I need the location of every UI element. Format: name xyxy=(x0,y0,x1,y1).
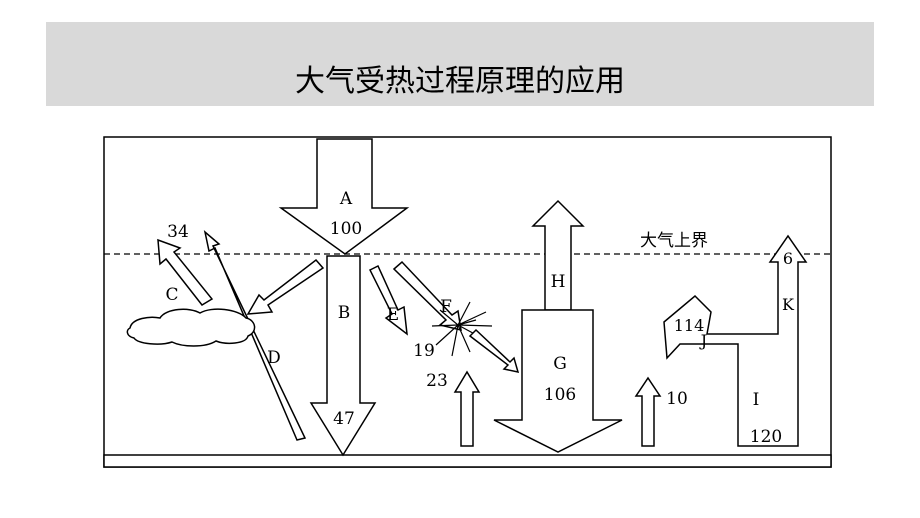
value-G: 106 xyxy=(544,385,576,405)
ground-surface xyxy=(103,454,832,468)
arrow-to-cloud xyxy=(246,258,325,315)
label-E: E xyxy=(387,305,399,325)
title-banner: 大气受热过程原理的应用 xyxy=(46,22,874,106)
arrow-up-23 xyxy=(453,370,481,447)
label-K: K xyxy=(782,295,795,314)
value-up-small: 23 xyxy=(426,371,448,391)
label-A: A xyxy=(339,189,353,209)
label-I: I xyxy=(753,390,760,410)
arrow-G-atmospheric-counter-radiation xyxy=(493,309,623,453)
value-E: 19 xyxy=(413,341,435,361)
label-B: B xyxy=(338,303,351,323)
label-G: G xyxy=(553,354,567,374)
page-title: 大气受热过程原理的应用 xyxy=(295,64,625,99)
value-I: 120 xyxy=(750,427,782,447)
value-K: 6 xyxy=(783,249,793,268)
label-F: F xyxy=(440,297,452,317)
arrow-scatter-out xyxy=(468,328,520,373)
value-B: 47 xyxy=(333,409,355,429)
arrow-C-reflection xyxy=(157,238,214,306)
label-C: C xyxy=(165,285,178,305)
value-C: 34 xyxy=(167,222,189,242)
arrow-D-ground-reflection xyxy=(203,229,307,441)
atmosphere-top-label: 大气上界 xyxy=(640,231,708,251)
arrow-A-solar-radiation xyxy=(278,138,410,255)
arrow-E-scattering xyxy=(368,264,408,336)
value-J: 114 xyxy=(674,316,705,335)
label-H: H xyxy=(551,272,566,292)
label-J: J xyxy=(699,331,707,350)
scatter-burst-icon xyxy=(431,301,493,357)
cloud-icon xyxy=(126,308,256,347)
arrow-H-outgoing xyxy=(531,199,585,311)
value-A: 100 xyxy=(330,219,362,239)
arrow-I-J-K-ground-radiation xyxy=(663,234,808,447)
value-up-right: 10 xyxy=(666,389,688,409)
label-D: D xyxy=(267,348,281,368)
arrow-up-10 xyxy=(634,376,662,447)
arrow-B-surface-absorbed xyxy=(309,255,377,457)
